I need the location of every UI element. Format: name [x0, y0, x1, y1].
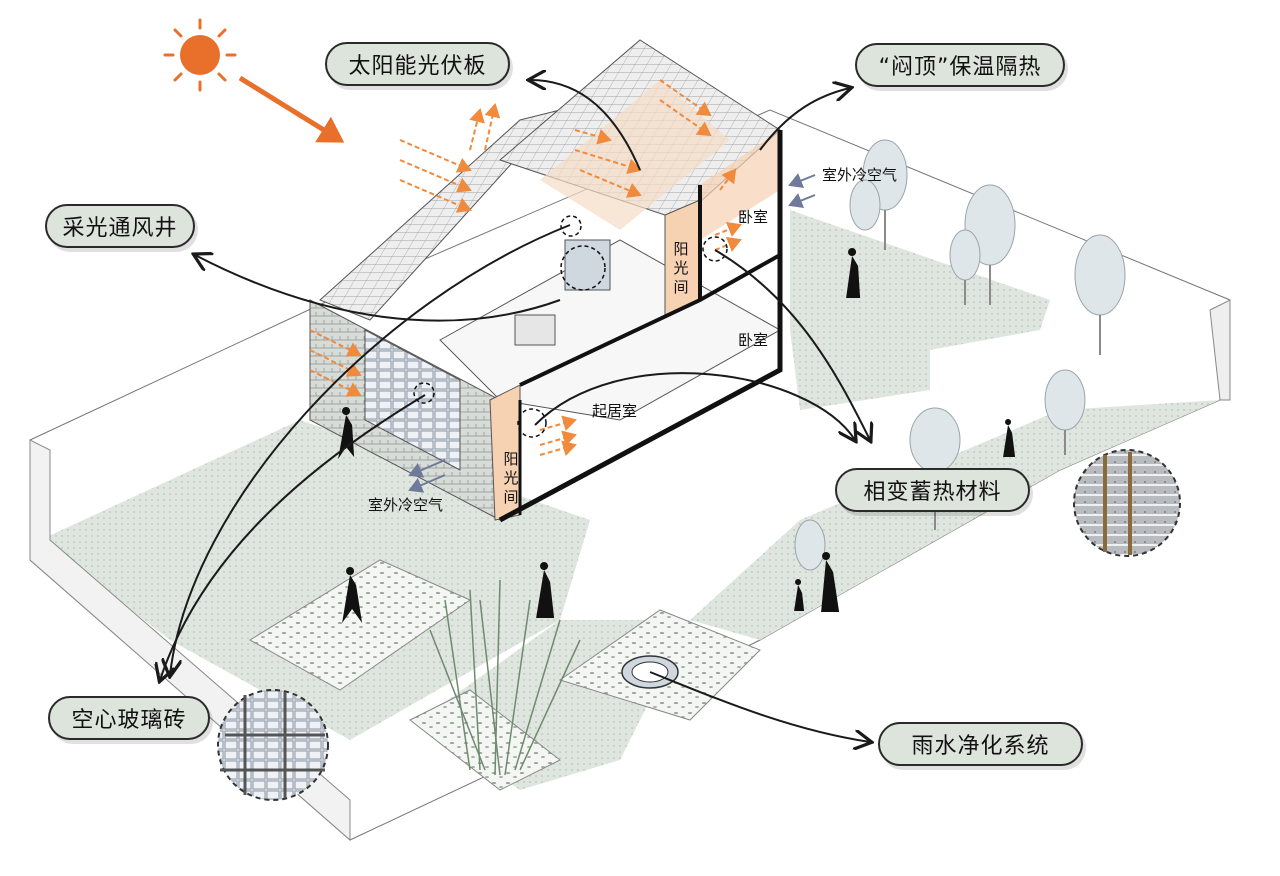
house — [309, 39, 783, 523]
focus-circles — [413, 215, 728, 438]
room-sunroom-lower: 阳光间 — [503, 450, 519, 506]
glass-brick-detail — [217, 689, 329, 801]
bamboo — [429, 579, 581, 776]
callout-roof-insulation: “闷顶”保温隔热 — [855, 43, 1065, 87]
people — [338, 248, 1016, 623]
cold-air-arrows — [408, 173, 816, 493]
callout-rainwater: 雨水净化系统 — [878, 722, 1083, 766]
callout-phase-change: 相变蓄热材料 — [835, 468, 1030, 512]
room-bedroom-lower: 卧室 — [738, 331, 769, 349]
callout-glass-brick: 空心玻璃砖 — [48, 696, 210, 740]
room-bedroom-upper: 卧室 — [738, 208, 769, 226]
leader-lines — [160, 80, 870, 742]
label-outdoor-cold-air-right: 室外冷空气 — [822, 166, 898, 184]
heat-arrows — [309, 79, 742, 456]
callout-solar-panel: 太阳能光伏板 — [325, 42, 510, 86]
sun-icon — [163, 18, 345, 143]
callout-light-well: 采光通风井 — [45, 204, 195, 248]
trees — [794, 139, 1126, 571]
room-living-room: 起居室 — [592, 402, 638, 420]
label-outdoor-cold-air-left: 室外冷空气 — [368, 496, 444, 514]
room-sunroom-upper: 阳光间 — [673, 240, 689, 296]
phase-change-detail — [1073, 449, 1181, 557]
